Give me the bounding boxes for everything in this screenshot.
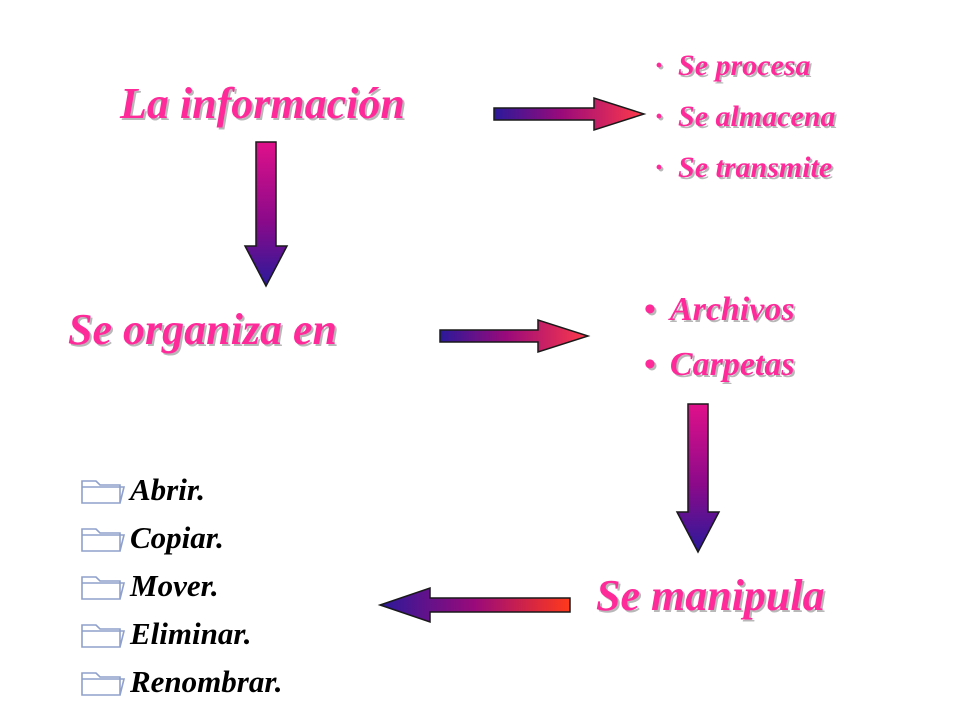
list-item: Copiar.: [80, 514, 282, 562]
list-item: •Archivos: [644, 291, 795, 328]
arrow-left-icon: [377, 586, 571, 624]
list-item: •Carpetas: [644, 346, 795, 383]
arrow-down-icon: [243, 141, 289, 288]
folder-icon: [81, 480, 126, 504]
list-item: Eliminar.: [80, 610, 282, 658]
folder-icon: [81, 672, 126, 696]
list-item: ·Se procesa: [654, 49, 811, 82]
list-item: Abrir.: [80, 466, 282, 514]
list-item: Renombrar.: [80, 658, 282, 706]
bullet-icon: ·: [654, 100, 665, 133]
arrow-right-icon: [493, 96, 647, 132]
operations-list: Abrir. Copiar. Mover. Eliminar. Renombra…: [80, 466, 282, 706]
organize-list: •Archivos •Carpetas: [644, 282, 795, 392]
manipulate-label: Se manipula: [596, 571, 825, 620]
folder-icon: [81, 576, 126, 600]
bullet-icon: •: [644, 291, 656, 328]
folder-icon: [81, 528, 126, 552]
bullet-icon: ·: [654, 49, 665, 82]
arrow-right-icon: [439, 318, 591, 354]
organize-label: Se organiza en: [68, 305, 337, 354]
list-item: ·Se almacena: [654, 100, 836, 133]
bullet-icon: ·: [654, 151, 665, 184]
process-list: ·Se procesa ·Se almacena ·Se transmite: [654, 40, 836, 193]
folder-icon: [81, 624, 126, 648]
diagram-title: La información: [120, 79, 405, 128]
arrow-down-icon: [675, 403, 721, 554]
list-item: ·Se transmite: [654, 151, 833, 184]
bullet-icon: •: [644, 346, 656, 383]
list-item: Mover.: [80, 562, 282, 610]
